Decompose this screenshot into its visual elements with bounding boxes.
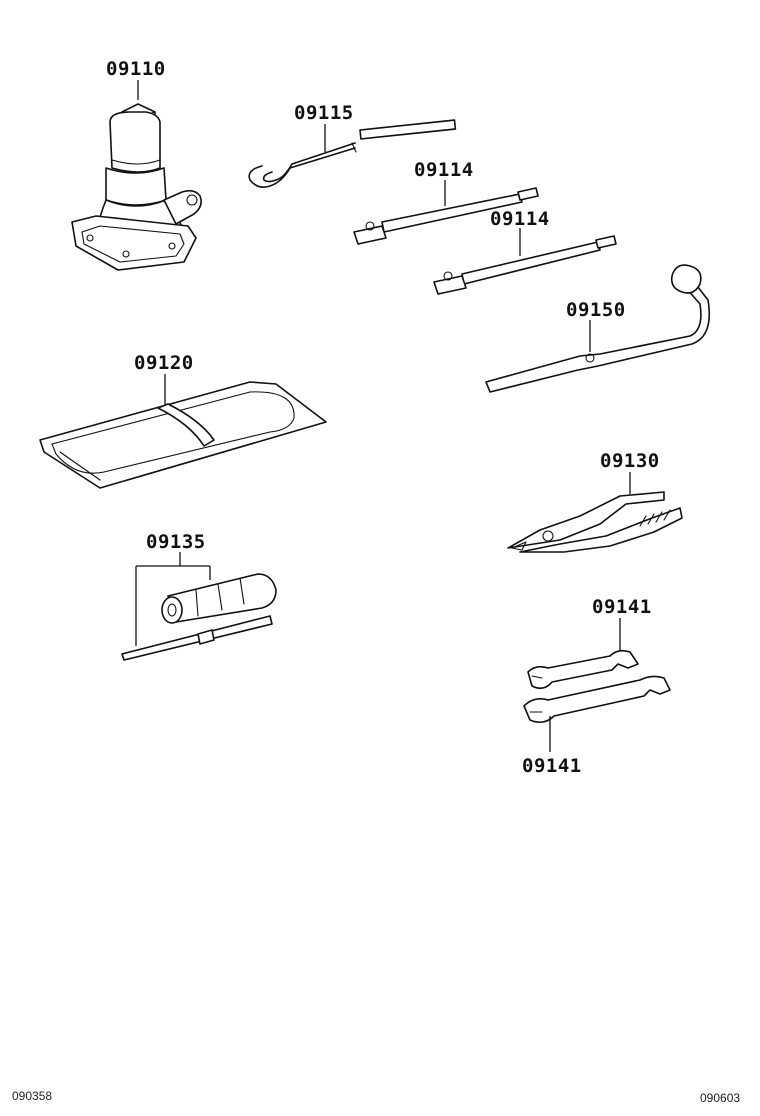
jack-drawing — [71, 80, 202, 271]
footer-right-code: 090603 — [700, 1091, 741, 1105]
tool-bag-drawing — [39, 374, 327, 489]
part-label-09115: 09115 — [294, 102, 354, 124]
part-label-09110: 09110 — [106, 58, 166, 80]
wrenches-drawing — [523, 618, 671, 752]
pliers-drawing — [507, 472, 683, 553]
handle-upper-drawing — [353, 180, 539, 245]
part-label-09114-lower: 09114 — [490, 208, 550, 230]
part-label-09141-lower: 09141 — [522, 755, 582, 777]
part-label-09114-upper: 09114 — [414, 159, 474, 181]
part-label-09141-upper: 09141 — [592, 596, 652, 618]
part-label-09135: 09135 — [146, 531, 206, 553]
part-label-09130: 09130 — [600, 450, 660, 472]
part-label-09120: 09120 — [134, 352, 194, 374]
footer-left-code: 090358 — [12, 1089, 53, 1103]
handle-lower-drawing — [433, 228, 617, 295]
hook-rod-drawing — [248, 119, 457, 188]
screwdriver-drawing — [121, 552, 277, 661]
part-label-09150: 09150 — [566, 299, 626, 321]
wheel-wrench-drawing — [485, 264, 711, 393]
